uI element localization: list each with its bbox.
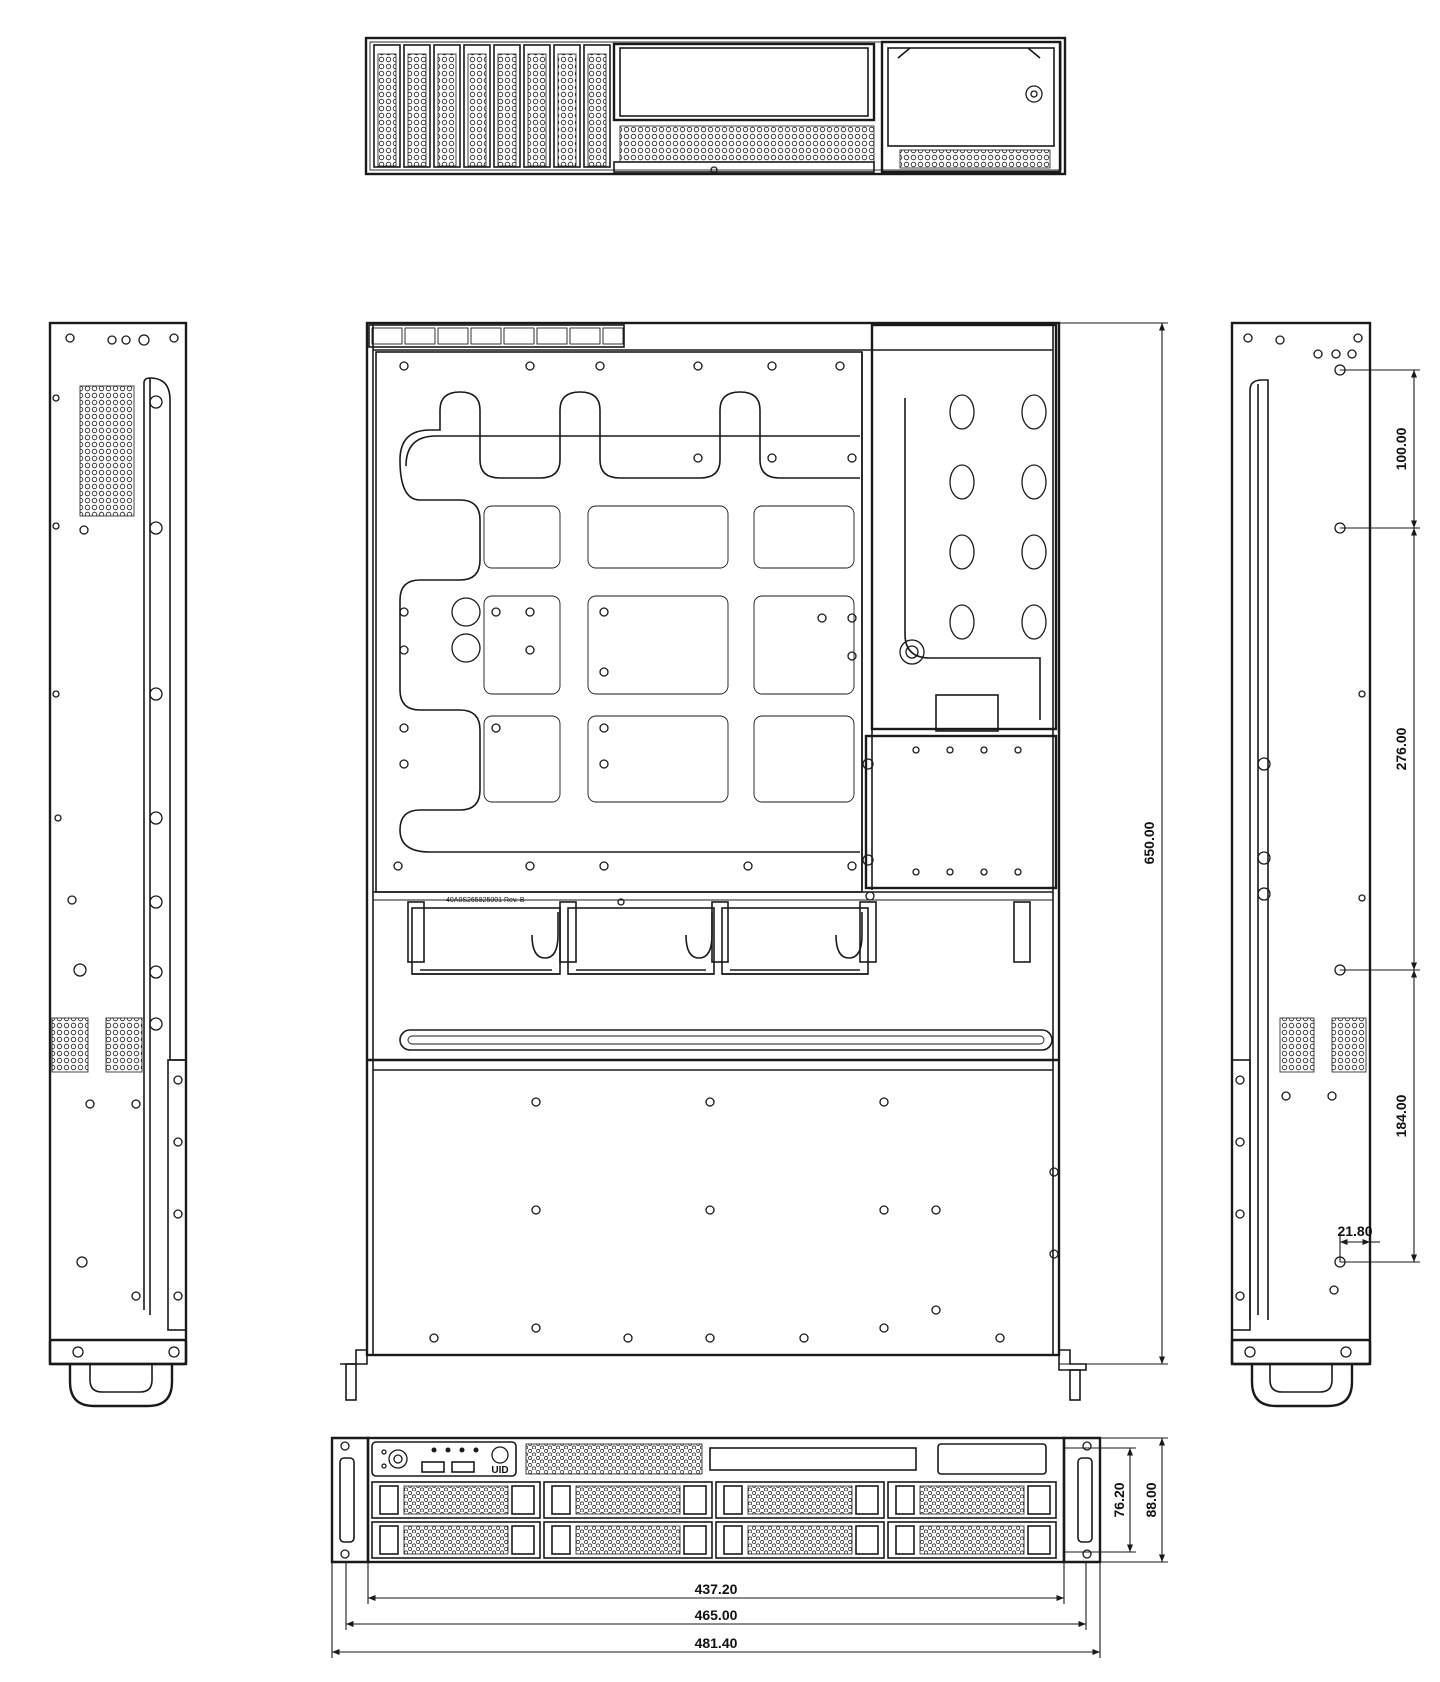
front-width-3-label: 481.40 (695, 1635, 738, 1651)
fan-modules (407, 901, 1031, 975)
depth-dimension: 650.00 (1059, 322, 1168, 1365)
front-width-1-label: 437.20 (695, 1581, 738, 1597)
uid-label: UID (491, 1465, 508, 1476)
control-panel: UID (371, 1441, 517, 1477)
drive-bays (371, 1481, 1057, 1559)
side-offset-label: 21.80 (1337, 1223, 1372, 1239)
board-part-label: 40A0S265825001 Rev. B (446, 897, 525, 904)
side-spacing-3-label: 184.00 (1393, 1094, 1409, 1137)
side-spacing-2-label: 276.00 (1393, 727, 1409, 770)
depth-dimension-label: 650.00 (1141, 821, 1157, 864)
side-spacing-1-label: 100.00 (1393, 427, 1409, 470)
front-view: UID (330, 1436, 1102, 1564)
side-dimensions: 100.00 276.00 184.00 21.80 (1337, 369, 1420, 1263)
front-width-2-label: 465.00 (695, 1607, 738, 1623)
front-height-outer-label: 88.00 (1143, 1482, 1159, 1517)
front-dimensions: 76.20 88.00 437.20 465.00 481.40 (331, 1437, 1168, 1658)
rear-pci-slots (373, 44, 611, 168)
front-height-inner-label: 76.20 (1111, 1482, 1127, 1517)
rear-view (364, 36, 1067, 176)
top-view: 40A0S265825001 Rev. B (340, 321, 1087, 1401)
right-side-view (1230, 321, 1372, 1408)
left-side-view (48, 321, 188, 1408)
